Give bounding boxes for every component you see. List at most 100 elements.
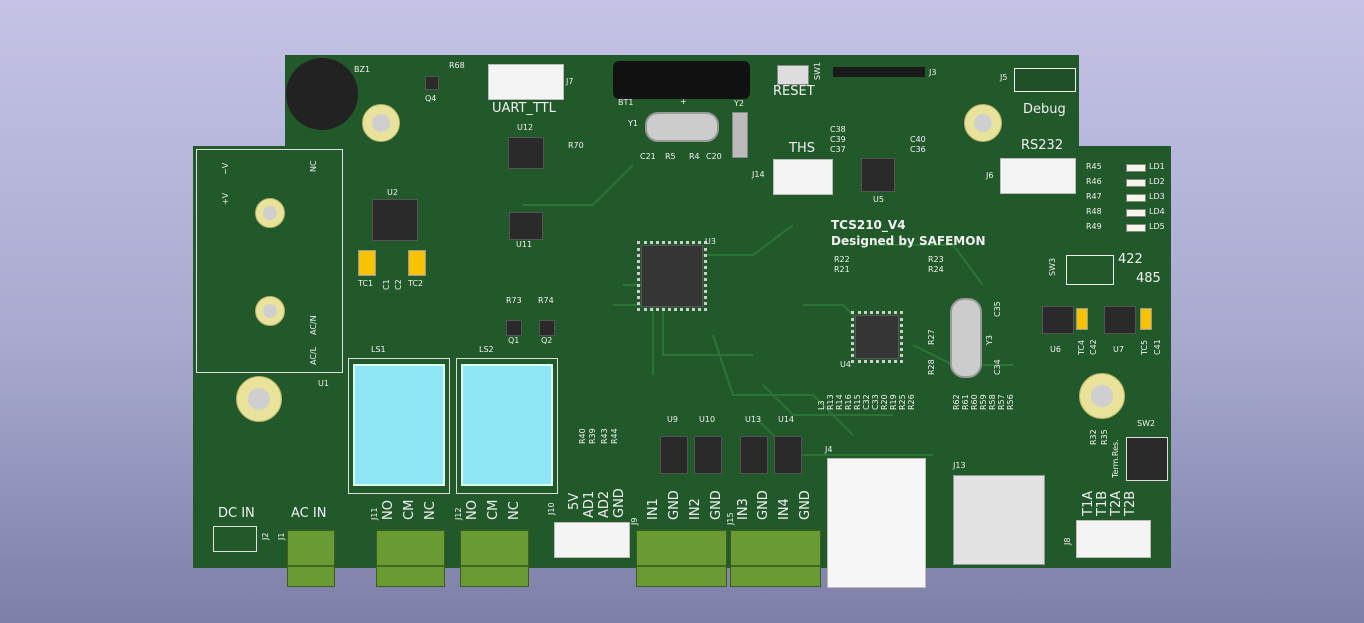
- ref-ld2: LD2: [1149, 177, 1165, 186]
- j10-ad2-label: AD2: [597, 490, 612, 518]
- ref-ld5: LD5: [1149, 222, 1165, 231]
- ls2-nc-label: NC: [507, 501, 522, 520]
- ref-r49: R49: [1086, 222, 1102, 231]
- ref-u9: U9: [667, 415, 678, 424]
- ref-r39: R39: [588, 428, 597, 444]
- debug-label: Debug: [1023, 102, 1066, 117]
- terminal-block-j11: [376, 530, 445, 587]
- ref-r62: R62: [952, 394, 961, 410]
- ref-r74: R74: [538, 296, 554, 305]
- battery-holder-bt1: [613, 61, 750, 99]
- optocoupler-u14: [774, 436, 802, 474]
- ref-ld3: LD3: [1149, 192, 1165, 201]
- ref-r43: R43: [600, 428, 609, 444]
- ls2-no-label: NO: [465, 500, 480, 520]
- ref-r73: R73: [506, 296, 522, 305]
- ref-c34: C34: [993, 359, 1002, 375]
- terminal-block-j12: [460, 530, 529, 587]
- ref-sw1: SW1: [813, 61, 822, 80]
- ref-r16: R16: [844, 394, 853, 410]
- ref-y2: Y2: [734, 99, 744, 108]
- ref-u10: U10: [699, 415, 716, 424]
- ref-u1: U1: [318, 379, 329, 388]
- ref-c38: C38: [830, 125, 846, 134]
- ref-j2: J2: [261, 532, 270, 540]
- ic-u5: [861, 158, 895, 192]
- ref-j12: J12: [454, 507, 463, 520]
- ref-c32: C32: [862, 394, 871, 410]
- ref-c33: C33: [871, 394, 880, 410]
- ref-r27: R27: [927, 329, 936, 345]
- connector-j2: [213, 526, 257, 552]
- ref-l3: L3: [817, 400, 826, 410]
- connector-j14: [773, 159, 833, 195]
- ic-u12: [508, 137, 544, 169]
- mounting-hole-bottom-left: [236, 376, 282, 422]
- u1-hole-bottom: [255, 296, 285, 326]
- crystal-y3: [950, 298, 982, 378]
- transistor-q1: [506, 320, 522, 336]
- ref-j3: J3: [929, 68, 937, 77]
- ref-r24: R24: [928, 265, 944, 274]
- ref-bt1: BT1: [618, 98, 634, 107]
- ref-r68: R68: [449, 61, 465, 70]
- ref-r20: R20: [880, 394, 889, 410]
- t1a-label: T1A: [1081, 490, 1096, 516]
- ref-r44: R44: [610, 428, 619, 444]
- label-ac-n: AC/N: [309, 315, 318, 335]
- ref-r14: R14: [835, 394, 844, 410]
- microcontroller-u3: [637, 241, 707, 311]
- ref-u2: U2: [387, 188, 398, 197]
- ref-tc1: TC1: [358, 279, 374, 288]
- j9-gnd1-label: GND: [667, 490, 682, 520]
- term-res-label: Term.Res.: [1111, 439, 1120, 478]
- ref-r22: R22: [834, 255, 850, 264]
- j10-5v-label: 5V: [567, 492, 582, 510]
- crystal-y2: [732, 112, 748, 158]
- connector-j10: [554, 522, 630, 558]
- j10-gnd-label: GND: [612, 488, 627, 518]
- ref-u12: U12: [517, 123, 534, 132]
- ref-c42: C42: [1089, 339, 1098, 355]
- ref-r15: R15: [853, 394, 862, 410]
- capacitor-tc5: [1140, 308, 1152, 330]
- dip-switch-sw2: [1126, 437, 1168, 481]
- ic-u7: [1104, 306, 1136, 334]
- ref-r58: R58: [988, 394, 997, 410]
- ref-u7: U7: [1113, 345, 1124, 354]
- ref-c1: C1: [382, 279, 391, 290]
- uart-label: UART_TTL: [492, 101, 556, 116]
- reset-label: RESET: [773, 84, 815, 99]
- j10-ad1-label: AD1: [582, 490, 597, 518]
- ls2-cm-label: CM: [486, 499, 501, 520]
- led-ld2: [1126, 179, 1146, 187]
- ref-q1: Q1: [508, 336, 520, 345]
- j15-in4-label: IN4: [777, 498, 792, 520]
- ths-label: THS: [789, 141, 815, 156]
- ref-r70: R70: [568, 141, 584, 150]
- j9-gnd2-label: GND: [709, 490, 724, 520]
- label-v-plus: +V: [221, 192, 230, 205]
- board-title: TCS210_V4: [831, 218, 906, 232]
- transistor-q2: [539, 320, 555, 336]
- dc-in-label: DC IN: [218, 506, 255, 521]
- relay-ls1-outline: [348, 358, 450, 494]
- optocoupler-u9: [660, 436, 688, 474]
- ref-ld1: LD1: [1149, 162, 1165, 171]
- mounting-hole-top-left: [362, 104, 400, 142]
- debug-header-j5: [1014, 68, 1076, 92]
- j15-gnd1-label: GND: [756, 490, 771, 520]
- capacitor-tc4: [1076, 308, 1088, 330]
- ref-j13: J13: [953, 461, 966, 470]
- ref-c20: C20: [706, 152, 722, 161]
- ref-r57: R57: [997, 394, 1006, 410]
- ref-r48: R48: [1086, 207, 1102, 216]
- terminal-block-j9: [636, 530, 727, 587]
- j15-in3-label: IN3: [736, 498, 751, 520]
- ethernet-jack-j4: [827, 458, 926, 588]
- ac-in-label: AC IN: [291, 506, 327, 521]
- label-485: 485: [1136, 271, 1161, 286]
- regulator-u2: [372, 199, 418, 241]
- ref-r21: R21: [834, 265, 850, 274]
